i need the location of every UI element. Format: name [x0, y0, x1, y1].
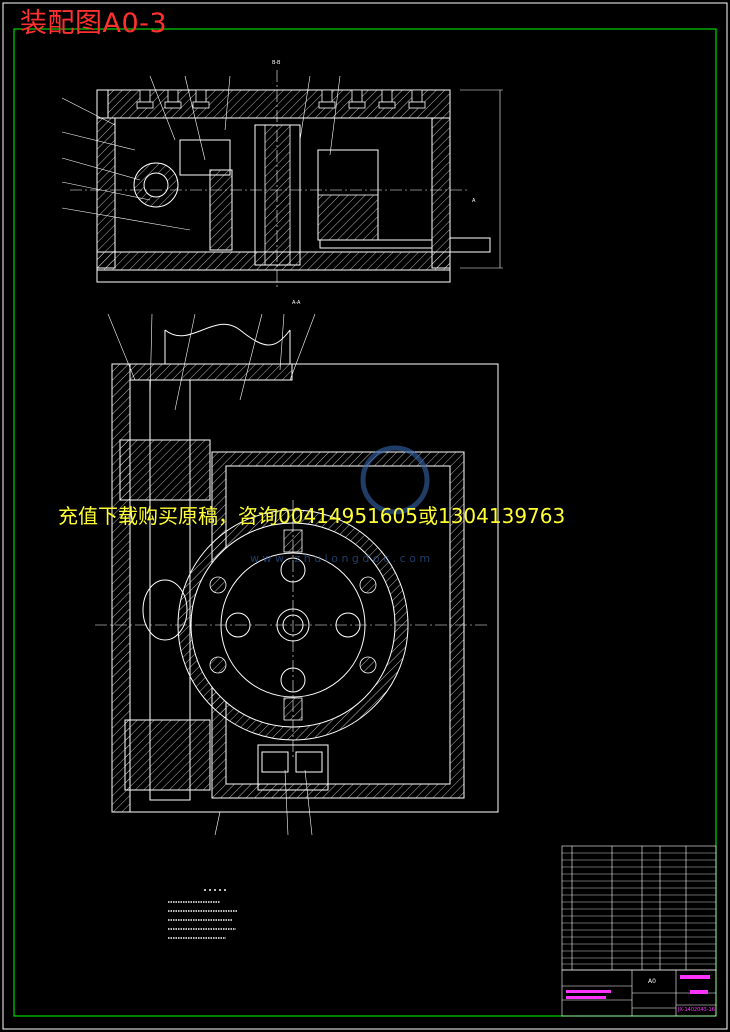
technical-notes — [168, 889, 238, 939]
watermark-logo-icon — [360, 445, 430, 515]
parts-list-rows — [562, 852, 716, 965]
drawing-title: 装配图A0-3 — [20, 8, 168, 39]
parts-list — [561, 845, 717, 971]
download-watermark: 充值下载购买原稿，咨询00414951605或1304139763 — [58, 504, 566, 528]
inner-frame — [13, 28, 717, 1017]
title-block-red-text — [566, 975, 710, 999]
section-label-bottom: A-A — [292, 300, 301, 306]
section-arrow-label: A — [472, 198, 476, 204]
watermark-site: w w w . z h u l o n g d o c . c o m — [250, 552, 431, 565]
title-block-drawing-number: JX-1402043-16 — [678, 1007, 715, 1013]
top-section-view — [61, 70, 503, 290]
bottom-section-view — [95, 313, 499, 836]
title-block-material-code: A0 — [648, 978, 656, 985]
section-label-top: B-B — [272, 60, 281, 66]
